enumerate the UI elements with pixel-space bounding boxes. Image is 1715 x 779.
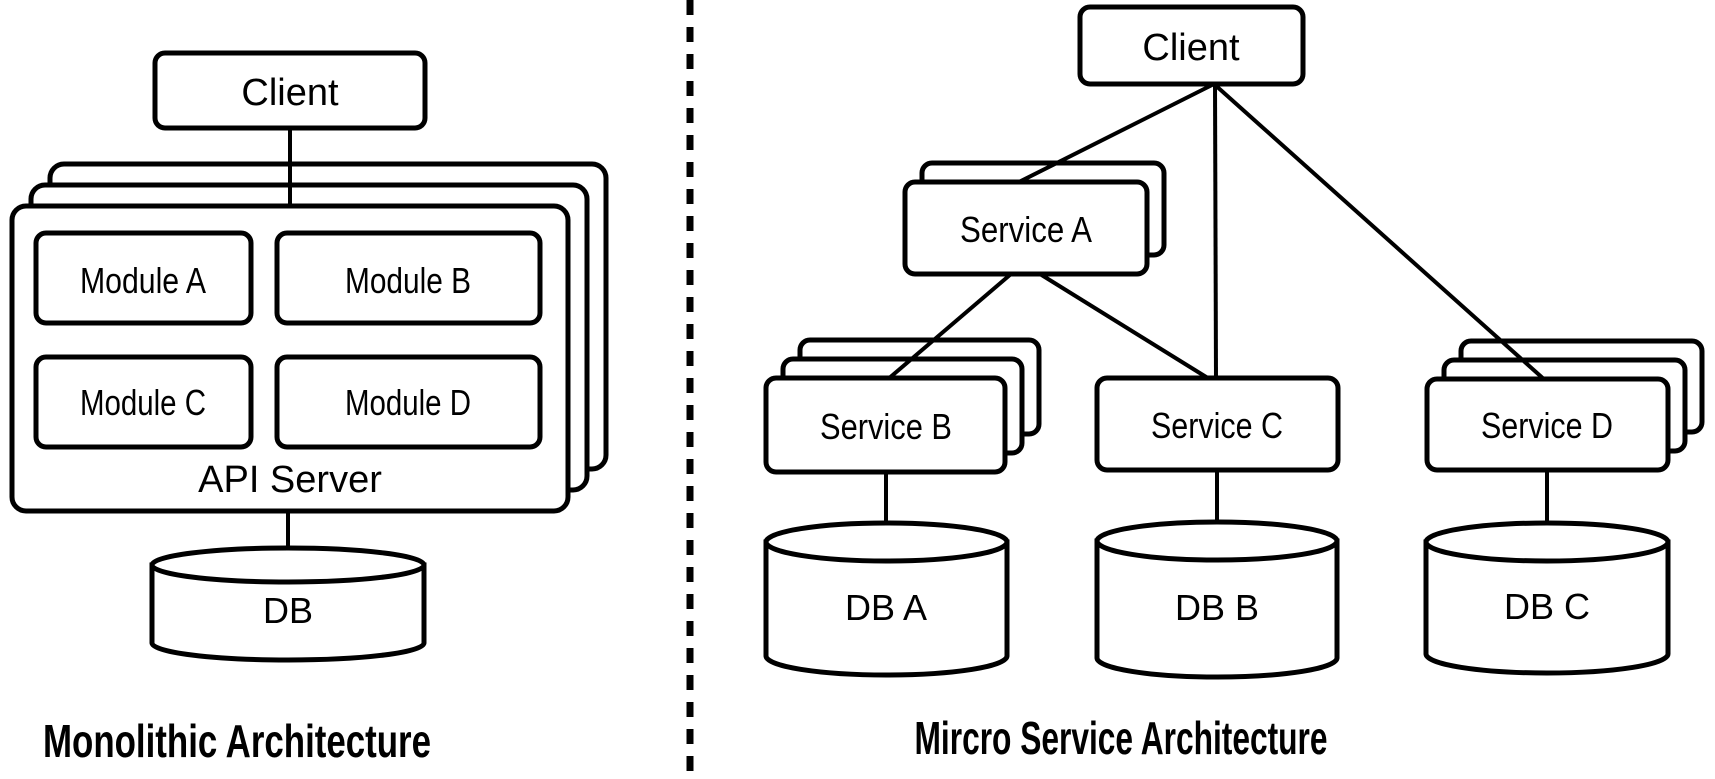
microservice-title: Mircro Service Architecture xyxy=(915,712,1328,764)
db-c-label: DB C xyxy=(1504,586,1590,627)
service-b-label: Service B xyxy=(820,406,952,447)
connector-service-a-to-service-b xyxy=(885,272,1013,382)
db-cylinder-left: DB xyxy=(149,545,427,663)
db-a-cylinder: DB A xyxy=(763,520,1010,678)
connector-client-to-service-c xyxy=(1213,83,1218,381)
db-b-cylinder: DB B xyxy=(1094,519,1340,680)
client-box-right xyxy=(1077,4,1306,87)
module-b-box xyxy=(274,230,543,326)
monolithic-title: Monolithic Architecture xyxy=(43,715,431,767)
client-label-left: Client xyxy=(241,72,339,114)
db-a-cylinder-top xyxy=(763,520,1010,564)
service-d-label: Service D xyxy=(1481,405,1613,446)
db-b-cylinder-body xyxy=(1094,538,1340,680)
db-label-left: DB xyxy=(263,590,313,631)
module-b-label: Module B xyxy=(345,260,471,301)
module-d-label: Module D xyxy=(345,382,471,423)
db-a-label: DB A xyxy=(845,587,927,628)
service-b-box xyxy=(763,375,1008,475)
service-c-label: Service C xyxy=(1151,405,1283,446)
db-c-cylinder-body xyxy=(1423,539,1671,676)
microservice-panel: Client Service A Service B Service C Ser… xyxy=(763,4,1705,764)
service-a-label: Service A xyxy=(960,209,1092,250)
connector-client-to-service-a xyxy=(1014,82,1215,186)
service-a-box xyxy=(902,179,1150,277)
db-b-cylinder-top xyxy=(1094,519,1340,563)
monolithic-panel: Client Module A Module B Module C Module… xyxy=(9,50,609,767)
db-b-label: DB B xyxy=(1175,587,1259,628)
api-server-label: API Server xyxy=(198,459,382,501)
client-box-left xyxy=(152,50,428,131)
db-cylinder-left-top xyxy=(149,545,427,585)
db-cylinder-left-body xyxy=(149,562,427,663)
client-label-right: Client xyxy=(1142,27,1240,69)
db-c-cylinder-top xyxy=(1423,520,1671,564)
module-a-box xyxy=(33,230,254,326)
module-d-box xyxy=(274,354,543,450)
db-a-cylinder-body xyxy=(763,539,1010,678)
module-c-box xyxy=(33,354,254,450)
connector-service-a-to-service-c xyxy=(1038,272,1213,382)
service-d-box xyxy=(1424,376,1671,473)
module-a-label: Module A xyxy=(80,260,206,301)
db-c-cylinder: DB C xyxy=(1423,520,1671,676)
connector-client-to-service-d xyxy=(1212,82,1548,383)
service-c-box xyxy=(1094,375,1341,473)
module-c-label: Module C xyxy=(80,382,206,423)
